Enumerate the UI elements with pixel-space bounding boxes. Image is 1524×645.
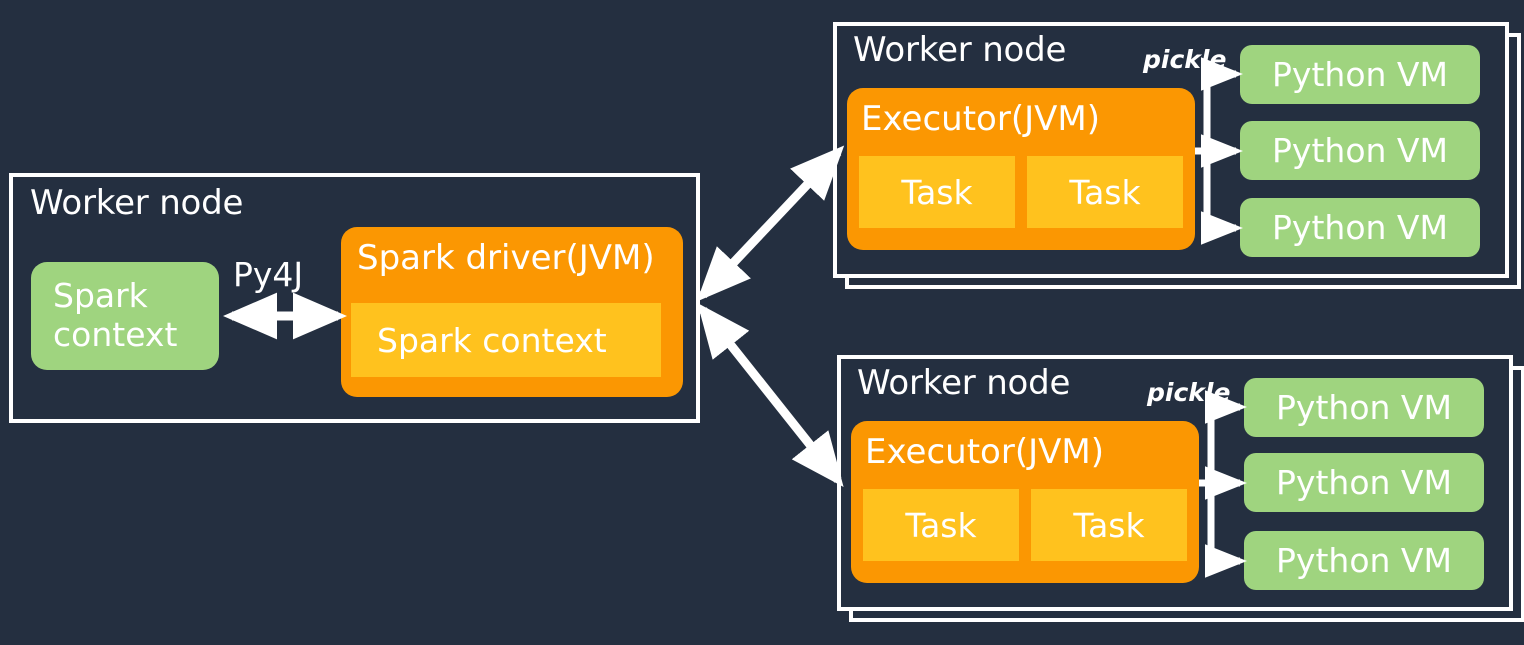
driver-python-spark-context-line1: Spark — [53, 276, 148, 316]
worker-node-1-task-1-label: Task — [901, 172, 973, 212]
driver-python-spark-context-box: Spark context — [31, 262, 219, 370]
worker-node-1-executor-title: Executor(JVM) — [861, 99, 1100, 139]
py4j-label: Py4J — [233, 255, 304, 294]
spark-driver-inner-spark-context-label: Spark context — [377, 320, 607, 360]
worker-node-1-pickle-label: pickle — [1143, 45, 1227, 74]
driver-python-spark-context-line2: context — [53, 315, 178, 354]
worker-node-2-title: Worker node — [857, 363, 1071, 403]
worker-node-2-pickle-label: pickle — [1147, 378, 1231, 407]
worker-node-1-task-2-label: Task — [1069, 172, 1141, 212]
spark-driver-inner-spark-context: Spark context — [351, 303, 661, 377]
worker-node-1-python-vm-1-label: Python VM — [1272, 55, 1448, 94]
worker-node-2-task-2: Task — [1031, 489, 1187, 561]
worker-node-2-task-2-label: Task — [1073, 505, 1145, 545]
worker-node-1-python-vm-3-label: Python VM — [1272, 208, 1448, 247]
worker-node-1-python-vm-2: Python VM — [1240, 121, 1480, 180]
worker-node-1-python-vm-1: Python VM — [1240, 45, 1480, 104]
driver-to-worker-node-2-arrow — [697, 302, 844, 488]
worker-node-2-python-vm-3-label: Python VM — [1276, 541, 1452, 580]
spark-driver-jvm-title: Spark driver(JVM) — [357, 238, 655, 278]
worker-node-1-title: Worker node — [853, 30, 1067, 70]
worker-node-2-task-1: Task — [863, 489, 1019, 561]
worker-node-2-python-vm-1: Python VM — [1244, 378, 1484, 437]
driver-to-worker-node-1-arrow — [696, 145, 845, 302]
worker-node-2-python-vm-2: Python VM — [1244, 453, 1484, 512]
worker-node-1-python-vm-3: Python VM — [1240, 198, 1480, 257]
worker-node-2-task-1-label: Task — [905, 505, 977, 545]
worker-node-1-task-1: Task — [859, 156, 1015, 228]
worker-node-1-task-2: Task — [1027, 156, 1183, 228]
spark-driver-jvm-box: Spark driver(JVM) Spark context — [341, 227, 683, 397]
worker-node-1-executor-box: Executor(JVM) Task Task — [847, 88, 1195, 250]
worker-node-2-executor-title: Executor(JVM) — [865, 432, 1104, 472]
driver-worker-node-title: Worker node — [30, 183, 244, 223]
worker-node-2-executor-box: Executor(JVM) Task Task — [851, 421, 1199, 583]
worker-node-1-python-vm-2-label: Python VM — [1272, 131, 1448, 170]
worker-node-2-python-vm-3: Python VM — [1244, 531, 1484, 590]
worker-node-2-python-vm-2-label: Python VM — [1276, 463, 1452, 502]
worker-node-2-python-vm-1-label: Python VM — [1276, 388, 1452, 427]
